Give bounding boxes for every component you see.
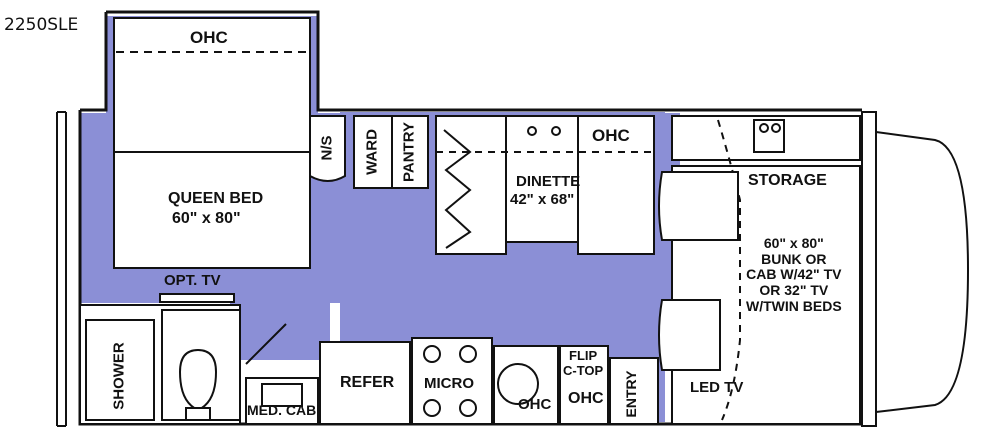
queen-bed-size: 60" x 80" — [172, 210, 241, 227]
shower-label: SHOWER — [110, 342, 128, 410]
cab-front — [861, 111, 970, 427]
bathroom — [79, 293, 241, 425]
med-cab — [245, 323, 319, 425]
wardrobe-label: WARD — [363, 129, 381, 175]
flip-top-line-1: FLIP — [569, 348, 598, 363]
opt-tv-label: OPT. TV — [164, 272, 221, 289]
wardrobe-pantry — [353, 115, 429, 189]
ohc-dinette-label: OHC — [592, 126, 630, 145]
dinette — [435, 115, 655, 255]
flip-top-label: FLIP C-TOP — [563, 348, 604, 378]
led-tv-label: LED TV — [690, 379, 744, 396]
bunk-line-2: BUNK OR — [761, 250, 827, 267]
med-cab-label: MED. CAB — [247, 402, 317, 418]
bunk-label: 60" x 80" BUNK OR CAB W/42" TV OR 32" TV… — [746, 235, 842, 314]
cab-seats — [658, 171, 739, 371]
ohc-galley-label: OHC — [518, 396, 552, 413]
pantry-label: PANTRY — [400, 122, 418, 182]
flip-top-line-2: C-TOP — [563, 362, 604, 378]
bunk-line-3: CAB W/42" TV — [746, 266, 842, 283]
ohc-bedroom-label: OHC — [190, 28, 228, 47]
storage-label: STORAGE — [748, 172, 827, 189]
bunk-line-4: OR 32" TV — [759, 282, 829, 299]
rear-wall-lines — [56, 111, 67, 427]
entry-label: ENTRY — [623, 370, 640, 418]
dinette-size: 42" x 68" — [510, 191, 575, 208]
model-name: 2250SLE — [4, 15, 79, 35]
queen-bed — [113, 17, 311, 269]
micro-label: MICRO — [424, 375, 474, 392]
refer-label: REFER — [340, 374, 395, 391]
dinette-title: DINETTE — [516, 173, 581, 190]
queen-bed-title: QUEEN BED — [168, 190, 264, 207]
galley — [319, 337, 659, 425]
nightstand — [309, 115, 346, 182]
bunk-line-1: 60" x 80" — [763, 235, 824, 251]
ohc-flip-label: OHC — [568, 390, 604, 407]
nightstand-label: N/S — [318, 135, 336, 161]
bunk-line-5: W/TWIN BEDS — [746, 297, 842, 314]
